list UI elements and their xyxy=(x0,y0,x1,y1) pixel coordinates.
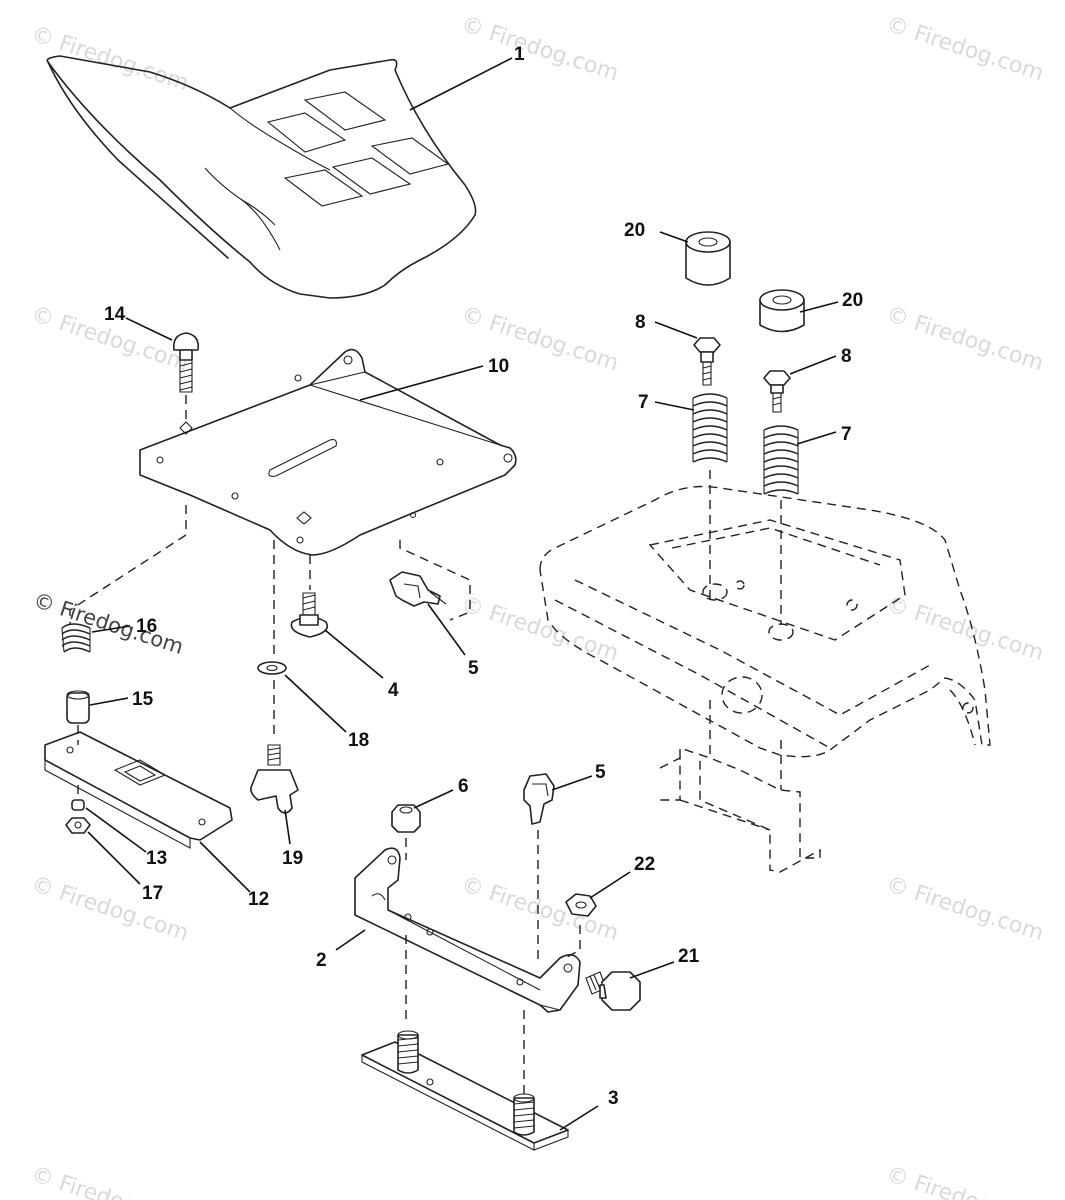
callout-14: 14 xyxy=(104,304,126,325)
slide-plate-part xyxy=(44,725,233,849)
callout-22: 22 xyxy=(634,854,655,875)
seat-pan-part xyxy=(139,348,517,556)
callout-3: 3 xyxy=(608,1088,619,1109)
washer-part xyxy=(257,661,287,675)
callout-20b: 20 xyxy=(842,290,863,311)
callout-19: 19 xyxy=(282,848,303,869)
callout-12: 12 xyxy=(248,889,269,910)
callout-7a: 7 xyxy=(638,392,649,413)
shoulder-screw-part xyxy=(290,555,329,638)
bolt-parts xyxy=(693,337,791,413)
callout-20a: 20 xyxy=(624,220,645,241)
watermark: © Firedog.com xyxy=(458,12,621,86)
spring-parts xyxy=(692,393,799,625)
callout-4: 4 xyxy=(388,680,399,701)
shoulder-bolt-part xyxy=(585,971,641,1011)
watermark: © Firedog.com xyxy=(883,302,1046,376)
callout-15: 15 xyxy=(132,689,154,710)
leader-lines xyxy=(85,57,839,1131)
callout-8b: 8 xyxy=(841,346,852,367)
watermark: © Firedog.com xyxy=(458,872,621,946)
callout-5a: 5 xyxy=(468,658,479,679)
callout-16: 16 xyxy=(136,616,157,637)
callout-8a: 8 xyxy=(635,312,646,333)
hex-nut-part xyxy=(564,893,597,959)
watermark-group: © Firedog.com © Firedog.com © Firedog.co… xyxy=(28,12,1046,1200)
callout-18: 18 xyxy=(348,730,369,751)
spacer-part xyxy=(66,690,90,724)
watermark: © Firedog.com xyxy=(28,22,191,96)
clip-part-upper xyxy=(389,540,471,621)
watermark: © Firedog.com xyxy=(28,872,191,946)
callout-7b: 7 xyxy=(841,424,852,445)
fender-reference xyxy=(539,485,991,873)
knob-part xyxy=(250,744,299,814)
clip-part-lower xyxy=(523,773,555,960)
watermark: © Firedog.com xyxy=(883,872,1046,946)
lock-nut-part xyxy=(391,804,421,833)
callout-6: 6 xyxy=(458,776,469,797)
nut-parts xyxy=(65,799,91,834)
callout-13: 13 xyxy=(146,848,167,869)
mounting-plate-part xyxy=(361,1010,569,1151)
watermark: © Firedog.com xyxy=(883,592,1046,666)
callout-21: 21 xyxy=(678,946,700,967)
callout-labels: 1 14 10 20 20 8 8 7 7 16 15 4 5 18 19 13… xyxy=(104,44,863,1109)
watermark: © Firedog.com xyxy=(883,1162,1046,1200)
carriage-bolt-part xyxy=(172,332,200,425)
callout-5b: 5 xyxy=(595,762,606,783)
callout-2: 2 xyxy=(316,950,327,971)
watermark: © Firedog.com xyxy=(883,12,1046,86)
watermark: © Firedog.com xyxy=(458,592,621,666)
seat-part xyxy=(46,55,477,299)
callout-1: 1 xyxy=(514,44,525,65)
watermark: © Firedog.com xyxy=(30,588,186,659)
callout-17: 17 xyxy=(142,883,163,904)
pivot-bracket-part xyxy=(354,838,581,1020)
watermark: © Firedog.com xyxy=(28,1162,191,1200)
spring-part xyxy=(61,623,91,653)
bushing-parts xyxy=(685,231,805,333)
watermark: © Firedog.com xyxy=(458,302,621,376)
callout-10: 10 xyxy=(488,356,509,377)
